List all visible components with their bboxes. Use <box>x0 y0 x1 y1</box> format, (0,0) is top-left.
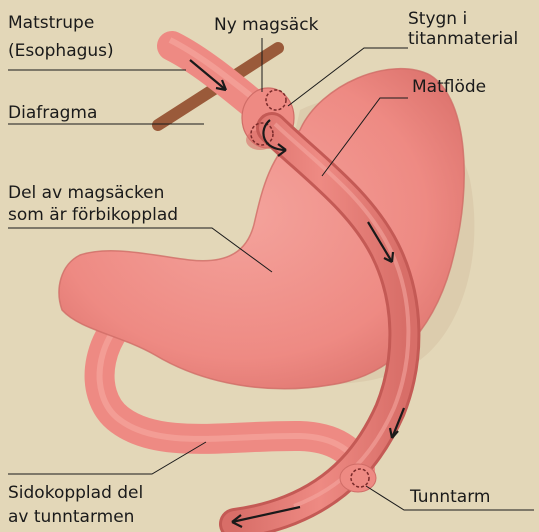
label-bypassed-line2: som är förbikopplad <box>8 205 178 225</box>
esophagus <box>172 46 258 108</box>
label-small-intestine: Tunntarm <box>409 487 490 507</box>
label-side-intestine-line2: av tunntarmen <box>8 507 134 527</box>
label-staples-line1: Stygn i <box>408 9 467 29</box>
label-diaphragm: Diafragma <box>8 103 97 123</box>
label-side-intestine-line1: Sidokopplad del <box>8 483 143 503</box>
label-esophagus-line2: (Esophagus) <box>8 41 114 61</box>
label-staples-line2: titanmaterial <box>408 29 518 49</box>
label-new-stomach: Ny magsäck <box>214 15 319 35</box>
jejunojejunostomy <box>340 464 376 492</box>
label-bypassed-line1: Del av magsäcken <box>8 183 164 203</box>
label-food-flow: Matflöde <box>412 77 486 97</box>
label-esophagus-line1: Matstrupe <box>8 13 94 33</box>
